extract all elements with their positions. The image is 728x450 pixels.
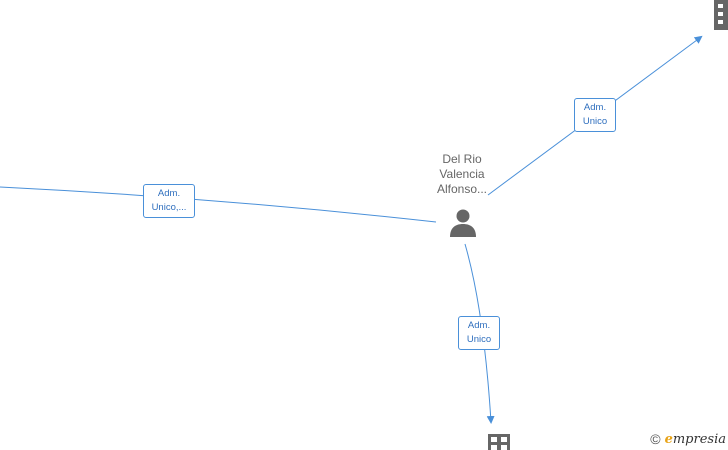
person-icon[interactable] [450,209,476,238]
edge-label-left: Adm. Unico,... [143,184,195,218]
brand-logo-text: mpresia [672,431,726,447]
edge-label-line: Adm. [467,320,491,331]
brand-logo-initial: e [664,431,673,447]
building-icon[interactable] [488,434,510,450]
person-name-label[interactable]: Del Rio Valencia Alfonso... [412,152,512,197]
watermark: © empresia [650,431,726,447]
person-name-line: Del Rio [442,152,482,166]
edge-label-line: Unico,... [151,202,187,213]
edge-left [0,186,437,223]
person-name-line: Alfonso... [436,182,488,196]
brand-logo: empresia [665,432,726,447]
person-name-line: Valencia [439,167,485,181]
edge-label-line: Adm. [157,188,181,199]
edge-label-top-right: Adm. Unico [574,98,616,132]
edge-label-line: Unico [582,116,608,127]
copyright-symbol: © [650,431,661,447]
building-icon[interactable] [714,0,728,30]
edge-label-line: Unico [466,334,492,345]
edge-label-bottom: Adm. Unico [458,316,500,350]
edge-label-line: Adm. [583,102,607,113]
